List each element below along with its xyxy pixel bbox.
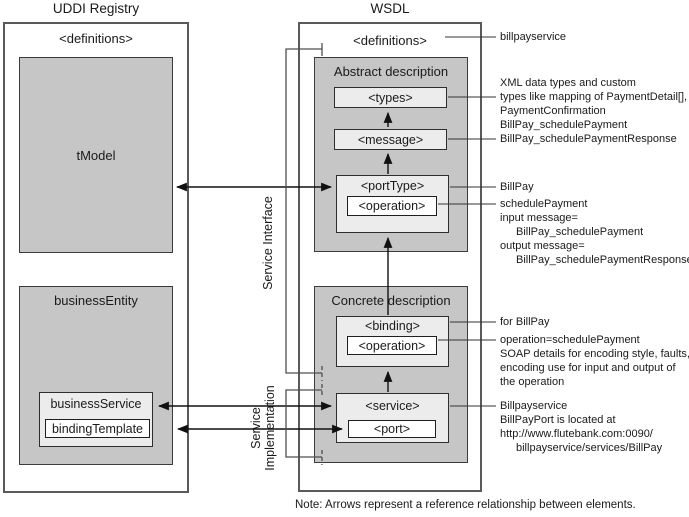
binding-label: <binding> [365,319,420,333]
service-interface-label: Service Interface [261,196,275,290]
binding-template-box: bindingTemplate [45,419,150,438]
wsdl-definitions-label: <definitions> [353,33,427,48]
types-label: <types> [368,90,413,105]
annotation-abstract-operation: schedulePayment input message= BillPay_s… [500,198,689,266]
annotation-service: Billpayservice BillPayPort is located at… [500,400,663,454]
wsdl-title: WSDL [370,1,410,16]
types-box: <types> [334,87,447,108]
concrete-operation-box: <operation> [347,336,437,355]
uddi-definitions-label: <definitions> [59,31,133,46]
concrete-operation-label: <operation> [358,338,426,353]
tmodel-box: tModel [19,57,173,253]
annotation-porttype: BillPay [500,181,534,193]
service-implementation-label: Service Implementation [249,385,277,471]
binding-template-label: bindingTemplate [51,421,144,436]
uddi-registry-title: UDDI Registry [52,1,140,16]
message-label: <message> [357,132,424,147]
annotation-binding: for BillPay [500,316,550,328]
annotation-messages: BillPay_schedulePayment BillPay_schedule… [500,119,677,145]
porttype-label: <portType> [360,179,425,193]
footnote: Note: Arrows represent a reference relat… [295,499,636,511]
abstract-operation-box: <operation> [347,196,437,216]
business-entity-label: businessEntity [54,293,138,308]
port-box: <port> [348,420,436,438]
business-service-label: businessService [50,397,142,411]
tmodel-label: tModel [76,147,116,163]
annotation-types: XML data types and custom types like map… [500,77,688,117]
annotation-billpayservice: billpayservice [500,31,567,43]
service-label: <service> [365,399,420,413]
concrete-description-label: Concrete description [331,293,451,308]
annotation-concrete-operation: operation=schedulePayment SOAP details f… [500,334,689,388]
abstract-operation-label: <operation> [358,199,426,213]
abstract-description-label: Abstract description [333,64,449,79]
port-label: <port> [373,422,411,436]
message-box: <message> [334,129,447,150]
